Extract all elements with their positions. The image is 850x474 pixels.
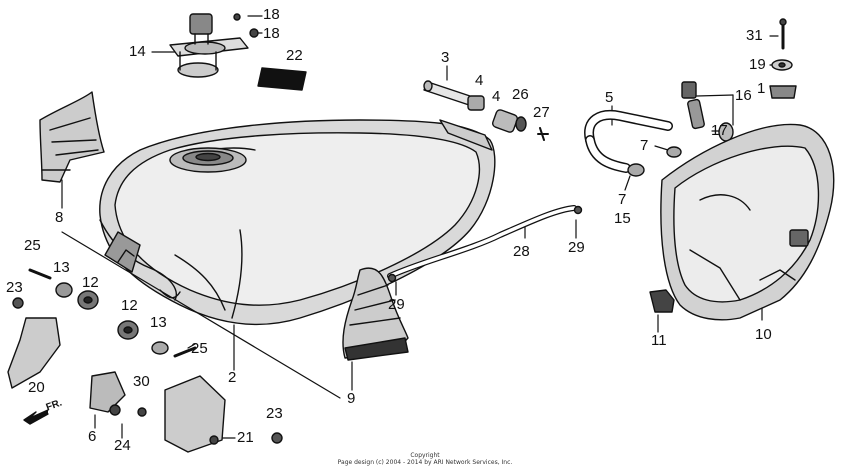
label-17: 17 — [711, 122, 728, 139]
label-7-upper: 7 — [640, 137, 649, 154]
breather-hose — [584, 110, 682, 177]
label-22: 22 — [286, 47, 303, 64]
label-14: 14 — [129, 43, 146, 60]
label-9: 9 — [347, 390, 356, 407]
label-27: 27 — [533, 104, 550, 121]
label-18-top: 18 — [263, 6, 280, 23]
label-8: 8 — [55, 209, 64, 226]
label-7-lower: 7 — [618, 191, 627, 208]
bracket-20 — [7, 317, 61, 389]
label-10: 10 — [755, 326, 772, 343]
fuel-hose — [387, 205, 583, 283]
copyright-line-2: Page design (c) 2004 - 2014 by ARI Netwo… — [337, 459, 513, 466]
label-4-right: 4 — [492, 88, 501, 105]
label-16: 16 — [735, 87, 752, 104]
label-3: 3 — [441, 49, 450, 66]
label-20: 20 — [28, 379, 45, 396]
label-12-left: 12 — [82, 274, 99, 291]
copyright-line-1: Copyright — [410, 452, 440, 459]
side-tank — [660, 123, 835, 321]
mount-hardware — [423, 80, 549, 141]
copyright-notice: Copyright Page design (c) 2004 - 2014 by… — [310, 452, 540, 466]
decal-22 — [257, 67, 307, 91]
label-24: 24 — [114, 437, 131, 454]
label-2: 2 — [228, 369, 237, 386]
label-11: 11 — [651, 332, 667, 349]
left-hardware — [12, 268, 197, 358]
label-25-right: 25 — [191, 340, 208, 357]
filler-cap — [169, 13, 259, 78]
label-12-right: 12 — [121, 297, 138, 314]
label-18-bottom: 18 — [263, 25, 280, 42]
label-5: 5 — [605, 89, 614, 106]
wing-emblem-right — [342, 267, 409, 361]
label-13-right: 13 — [150, 314, 167, 331]
label-30: 30 — [133, 373, 150, 390]
wing-emblem-left — [39, 91, 105, 183]
label-13-left: 13 — [53, 259, 70, 276]
mount-bolt-set — [769, 18, 797, 99]
fr-arrow — [23, 409, 49, 425]
label-29-left: 29 — [388, 296, 405, 313]
label-1: 1 — [757, 80, 766, 97]
label-15: 15 — [614, 210, 631, 227]
bracket-6 — [89, 371, 126, 413]
label-19: 19 — [749, 56, 766, 73]
label-26: 26 — [512, 86, 529, 103]
label-23-left: 23 — [6, 279, 23, 296]
label-6: 6 — [88, 428, 97, 445]
fuel-valve — [681, 81, 734, 142]
label-4-left: 4 — [475, 72, 484, 89]
label-29-right: 29 — [568, 239, 585, 256]
cover-21 — [164, 375, 226, 453]
label-21: 21 — [237, 429, 254, 446]
fuel-tank — [99, 119, 496, 326]
label-25-left: 25 — [24, 237, 41, 254]
clip-11 — [649, 289, 675, 313]
label-23-right: 23 — [266, 405, 283, 422]
label-28: 28 — [513, 243, 530, 260]
label-31: 31 — [746, 27, 763, 44]
